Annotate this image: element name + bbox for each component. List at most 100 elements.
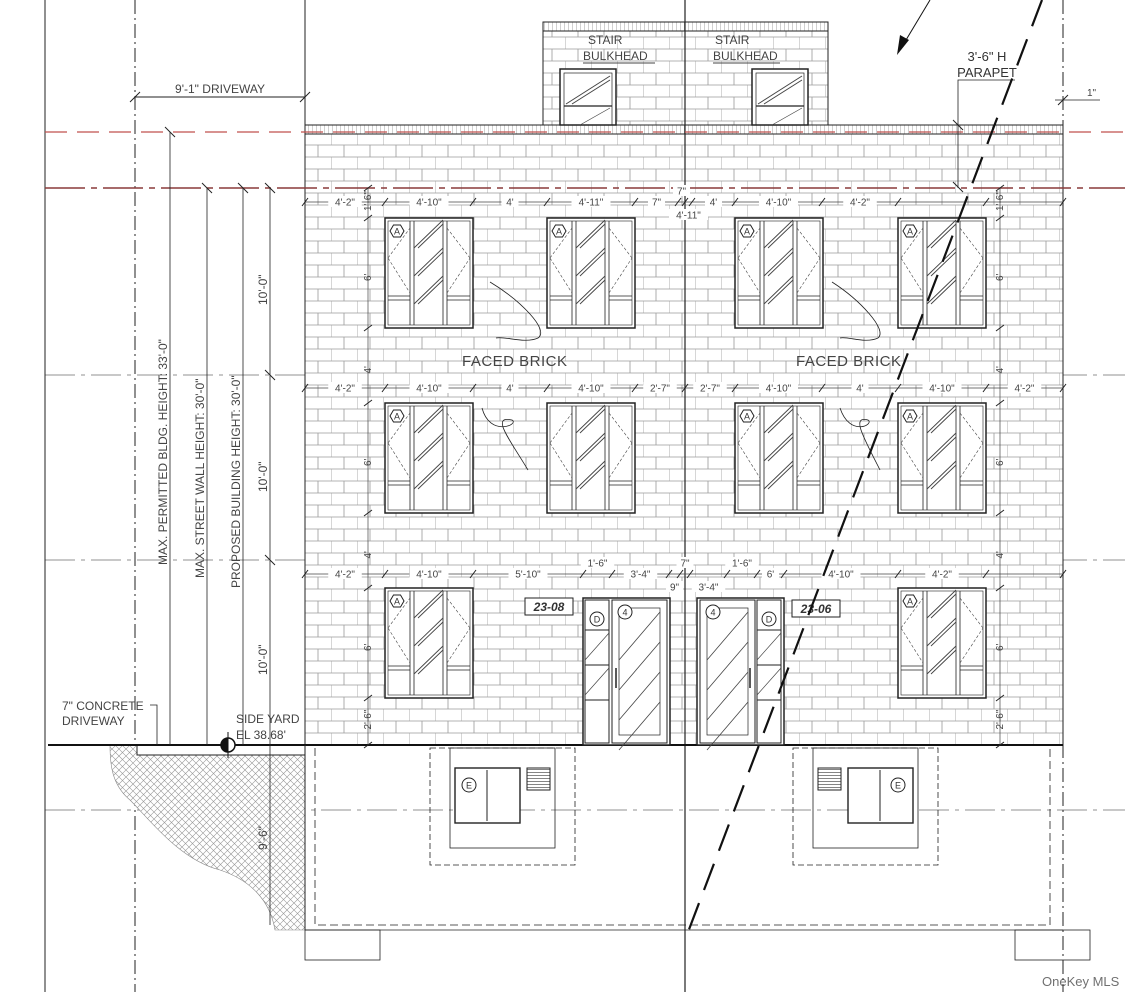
cellar-window: E [847, 767, 914, 824]
bulkhead-left-label: STAIR BULKHEAD [583, 33, 655, 64]
svg-text:SIDE YARD: SIDE YARD [236, 712, 300, 726]
dimension-label: 6' [363, 458, 374, 466]
parapet-offset-dim: 1" [1055, 88, 1100, 106]
dimension-label: 2'-7" [650, 384, 670, 395]
svg-text:STAIR: STAIR [588, 33, 623, 47]
svg-text:10'-0": 10'-0" [256, 461, 270, 492]
dimension-label: 2'-6" [995, 709, 1006, 729]
svg-text:PARAPET: PARAPET [957, 65, 1017, 80]
window: A [734, 402, 824, 514]
window-tag: A [902, 409, 918, 423]
watermark: OneKey MLS [1042, 974, 1120, 989]
vent-grille [817, 767, 842, 791]
dimension-label: 4'-10" [416, 198, 442, 209]
dimension-label: 1'-6" [732, 559, 752, 570]
entry-door: D4 [582, 597, 671, 751]
window: A [384, 217, 474, 329]
svg-text:A: A [744, 412, 750, 422]
vent-grille [526, 767, 551, 791]
svg-text:A: A [394, 412, 400, 422]
dimension-label: 2'-6" [363, 709, 374, 729]
dimension-label: 9" [670, 583, 680, 594]
window-tag: A [739, 224, 755, 238]
side-yard-label: SIDE YARD EL 38.68' [236, 712, 300, 742]
svg-text:DRIVEWAY: DRIVEWAY [62, 714, 125, 728]
svg-text:MAX. PERMITTED BLDG. HEIGHT: 3: MAX. PERMITTED BLDG. HEIGHT: 33'-0" [156, 339, 170, 565]
dimension-label: 6' [995, 643, 1006, 651]
dimension-label: 6' [995, 458, 1006, 466]
dimension-label: 4' [995, 366, 1006, 374]
svg-text:9'-1" DRIVEWAY: 9'-1" DRIVEWAY [175, 82, 265, 96]
dimension-label: 4'-2" [335, 570, 355, 581]
dimension-label: 6' [363, 643, 374, 651]
svg-text:A: A [394, 227, 400, 237]
dimension-label: 4'-11" [579, 198, 604, 209]
window-tag: A [389, 224, 405, 238]
svg-text:STAIR: STAIR [715, 33, 750, 47]
window-tag: A [389, 594, 405, 608]
door-type-tag: 4 [617, 604, 633, 620]
window: A [897, 402, 987, 514]
svg-text:PROPOSED BUILDING HEIGHT: 30': PROPOSED BUILDING HEIGHT: 30'-0" [229, 375, 243, 588]
dimension-label: 1'-6" [588, 559, 608, 570]
door-tag: D [761, 611, 777, 627]
dimension-label: 4'-10" [929, 384, 955, 395]
svg-text:BULKHEAD: BULKHEAD [583, 49, 648, 63]
dimension-label: 7" [652, 198, 662, 209]
dimension-label: 4'-10" [416, 570, 442, 581]
dimension-label: 4'-2" [335, 384, 355, 395]
dimension-label: 1'-6" [363, 191, 374, 211]
window: A [897, 587, 987, 699]
faced-brick-label-right: FACED BRICK [796, 353, 902, 370]
bulkhead-right-label: STAIR BULKHEAD [713, 33, 780, 64]
svg-text:A: A [556, 227, 562, 237]
dimension-row: 4'-2"4'-10"4'4'-11"7"7"4'-11"4'4'-10"4'-… [301, 185, 1067, 222]
svg-text:23-06: 23-06 [800, 602, 832, 616]
window-tag: A [739, 409, 755, 423]
parapet-label: 3'-6" H PARAPET [952, 49, 1017, 193]
svg-text:D: D [594, 615, 601, 625]
dimension-label: 5'-10" [515, 570, 541, 581]
dimension-label: 4'-10" [416, 384, 442, 395]
dimension-label: 6' [995, 273, 1006, 281]
window-tag: A [551, 224, 567, 238]
height-dimensions: MAX. PERMITTED BLDG. HEIGHT: 33'-0" MAX.… [156, 126, 276, 925]
dimension-label: 4'-2" [335, 198, 355, 209]
address-tag-left: 23-08 [524, 597, 574, 616]
dimension-label: 4' [363, 551, 374, 559]
dimension-label: 4' [506, 198, 514, 209]
dimension-label: 4' [710, 198, 718, 209]
svg-text:MAX. STREET WALL HEIGHT: 30'-0: MAX. STREET WALL HEIGHT: 30'-0" [193, 379, 207, 579]
dimension-label: 6' [363, 273, 374, 281]
svg-text:1": 1" [1087, 88, 1097, 99]
cellar-areaway: E [429, 747, 576, 866]
dimension-label: 4' [506, 384, 514, 395]
entry-door: D4 [696, 597, 785, 751]
bulkhead-door [559, 68, 617, 126]
window: A [384, 587, 474, 699]
window-tag: A [902, 594, 918, 608]
foundation [304, 745, 1091, 961]
svg-text:A: A [744, 227, 750, 237]
dimension-label: 4' [995, 551, 1006, 559]
svg-text:E: E [466, 781, 472, 791]
dimension-label: 3'-4" [699, 583, 719, 594]
bulkhead-door [751, 68, 809, 126]
svg-text:A: A [907, 227, 913, 237]
dimension-label: 4' [856, 384, 864, 395]
address-tag-right: 23-06 [791, 599, 841, 618]
dimension-label: 7" [680, 559, 690, 570]
svg-text:EL 38.68': EL 38.68' [236, 728, 286, 742]
dimension-label: 1'-6" [995, 191, 1006, 211]
dimension-label: 2'-7" [700, 384, 720, 395]
north-arrow-icon [897, 0, 931, 55]
window-tag: A [389, 409, 405, 423]
svg-text:7" CONCRETE: 7" CONCRETE [62, 699, 144, 713]
dimension-label: 4'-10" [578, 384, 604, 395]
door-type-tag: 4 [705, 604, 721, 620]
dimension-label: 4'-2" [850, 198, 870, 209]
svg-text:9'-6": 9'-6" [256, 826, 270, 850]
concrete-driveway-label: 7" CONCRETE DRIVEWAY [62, 699, 158, 745]
cellar-window: E [454, 767, 521, 824]
svg-text:A: A [907, 412, 913, 422]
